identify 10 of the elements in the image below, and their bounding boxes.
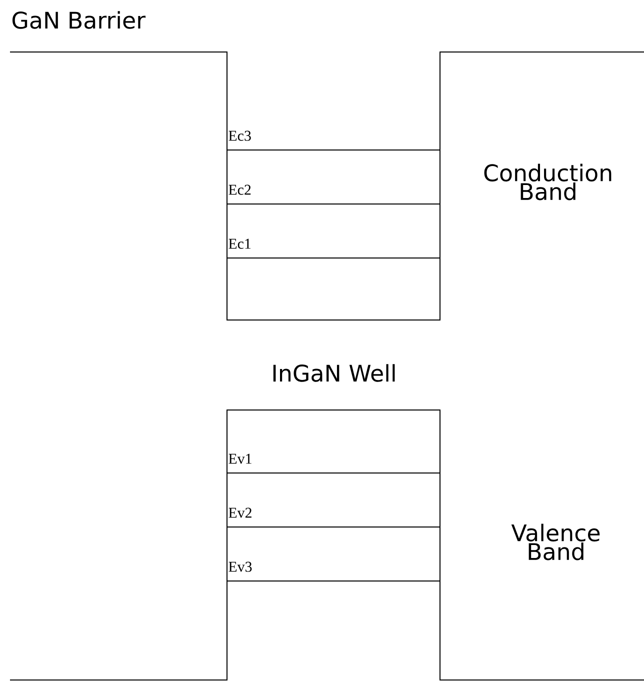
region-label: InGaN Well — [273, 364, 395, 382]
energy-level-label: Ev1 — [228, 454, 252, 464]
region-label: Valence Band — [511, 524, 600, 560]
region-label: Conduction Band — [484, 164, 612, 200]
energy-level-label: Ec3 — [228, 130, 251, 141]
energy-level-label: Ev3 — [228, 562, 252, 572]
region-label: GaN Barrier — [12, 11, 146, 29]
energy-level-label: Ec2 — [228, 184, 251, 195]
energy-level-label: Ev2 — [228, 508, 252, 518]
energy-level-label: Ec1 — [228, 238, 251, 249]
